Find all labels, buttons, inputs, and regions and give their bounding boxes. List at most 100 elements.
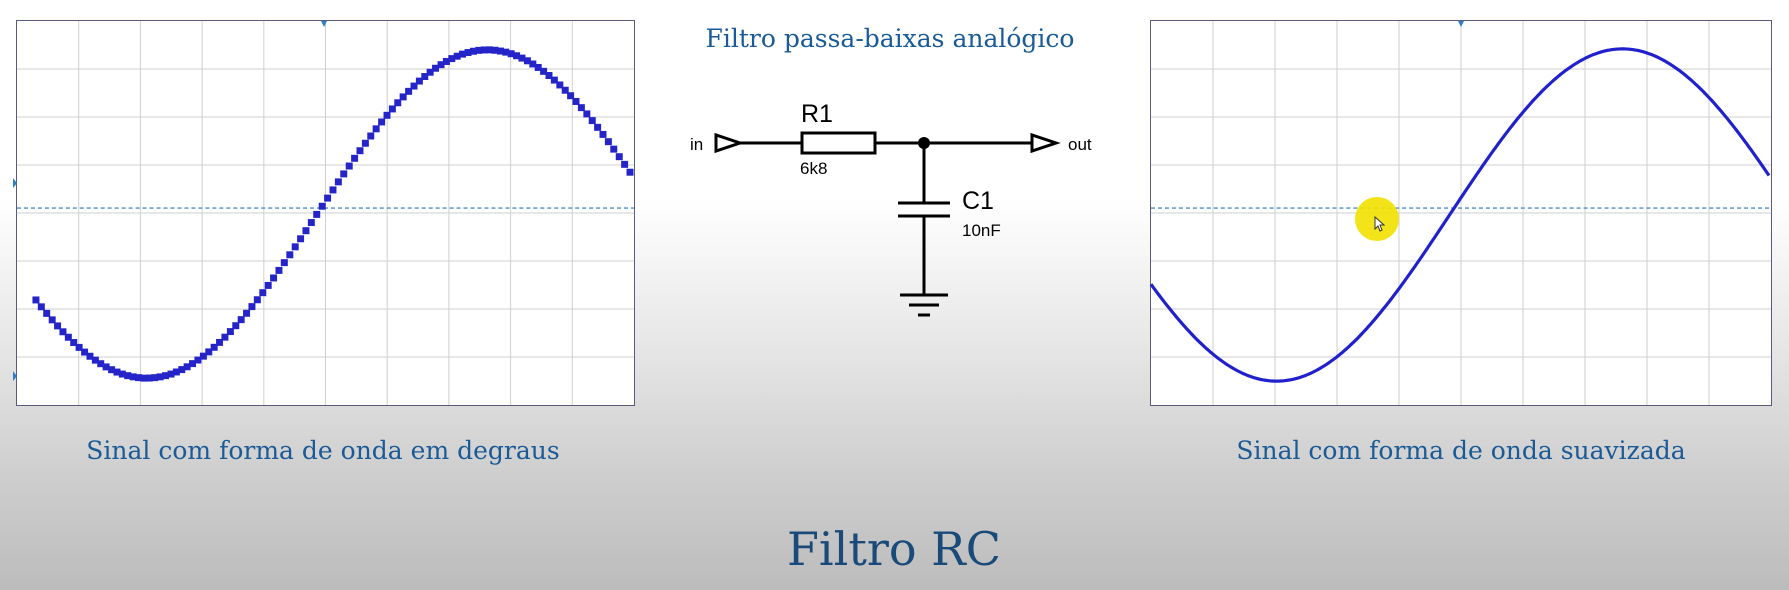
waveform-sample-step: [145, 374, 153, 382]
waveform-sample-step: [615, 153, 623, 161]
plot-grid: [17, 21, 634, 405]
waveform-sample-step: [572, 97, 580, 105]
waveform-sample-step: [118, 370, 126, 378]
waveform-sample-step: [464, 49, 472, 57]
waveform-sample-step: [135, 374, 142, 382]
waveform-sample-step: [54, 322, 62, 330]
waveform-sample-step: [86, 352, 94, 360]
waveform-sample-step: [378, 118, 386, 126]
waveform-sample-step: [469, 47, 477, 55]
waveform-sample-step: [448, 55, 456, 63]
waveform-sample-step: [75, 343, 83, 351]
waveform-sample-step: [567, 92, 575, 100]
waveform-sample-step: [199, 352, 207, 360]
waveform-sample-step: [286, 251, 294, 259]
waveform-sample-step: [302, 227, 310, 235]
waveform-sample-step: [243, 309, 251, 317]
waveform-sample-step: [97, 360, 105, 368]
waveform-sample-step: [205, 348, 213, 356]
smoothed-waveform-plot: [1149, 20, 1772, 406]
waveform-sample-step: [491, 46, 499, 54]
waveform-sample-step: [216, 338, 224, 346]
waveform-sample-step: [221, 333, 229, 341]
stepped-waveform-svg: [13, 21, 634, 405]
slide-title: Filtro RC: [787, 522, 1001, 576]
waveform-sample-step: [194, 356, 202, 364]
waveform-sample-step: [599, 130, 607, 138]
resistor-value: 6k8: [800, 159, 827, 178]
waveform-sample-step: [513, 52, 521, 60]
waveform-sample-step: [540, 67, 548, 75]
waveform-sample-step: [313, 210, 321, 218]
smoothed-signal-caption: Sinal com forma de onda suavizada: [1236, 436, 1686, 465]
smoothed-waveform-svg: [1149, 21, 1771, 405]
waveform-sample-step: [253, 296, 261, 304]
waveform-sample-step: [545, 72, 553, 79]
waveform-sample-step: [388, 105, 396, 113]
waveform-sample-step: [480, 46, 488, 54]
waveform-sample-step: [178, 366, 186, 374]
waveform-sample-step: [226, 328, 234, 336]
waveform-sample-step: [108, 366, 116, 374]
waveform-sample-step: [604, 138, 612, 146]
waveform-sample-step: [59, 328, 67, 336]
channel-marker-icon: [13, 371, 17, 382]
waveform-sample-step: [442, 58, 450, 65]
waveform-sample-step: [70, 339, 78, 347]
waveform-sample-step: [372, 125, 380, 133]
waveform-sample-step: [48, 316, 56, 324]
waveform-sample-step: [421, 73, 429, 80]
waveform-sample-step: [237, 316, 245, 324]
resistor-r1: [800, 131, 877, 155]
waveform-sample-step: [248, 303, 256, 311]
waveform-sample-step: [356, 147, 364, 155]
waveform-sample-step: [523, 57, 531, 65]
waveform-sample-step: [583, 110, 591, 118]
circuit-title: Filtro passa-baixas analógico: [705, 24, 1075, 53]
waveform-sample-step: [189, 360, 197, 368]
waveform-sample-step: [610, 145, 618, 153]
waveform-sample-step: [459, 50, 467, 58]
waveform-sample-step: [426, 68, 434, 76]
waveform-sample-step: [297, 235, 305, 243]
trigger-marker-icon: [1458, 21, 1464, 27]
waveform-sample-step: [329, 186, 337, 194]
output-label: out: [1068, 135, 1092, 154]
rc-filter-schematic: in out R1 6k8 C1 10nF: [690, 100, 1092, 317]
waveform-sample-step: [405, 87, 413, 95]
waveform-sample-step: [345, 162, 353, 170]
waveform-sample-step: [129, 373, 137, 381]
waveform-sample-step: [556, 81, 564, 89]
waveform-sample-step: [361, 139, 369, 147]
waveform-sample-step: [102, 363, 110, 371]
waveform-sample-step: [502, 48, 510, 56]
waveform-sample-step: [37, 303, 45, 311]
waveform-sample-step: [334, 178, 342, 186]
waveform-sample-step: [113, 368, 121, 376]
waveform-sample-step: [437, 61, 445, 69]
waveform-sample-step: [340, 170, 348, 178]
waveform-sample-step: [156, 373, 164, 381]
waveform-sample-step: [453, 52, 461, 60]
stepped-waveform-plot: [13, 20, 635, 406]
waveform-sample-step: [32, 296, 40, 304]
waveform-sample-step: [529, 60, 537, 68]
waveform-sample-step: [432, 64, 440, 72]
waveform-sample-step: [534, 63, 542, 71]
stepped-signal-trace: [32, 46, 634, 382]
waveform-sample-step: [496, 47, 504, 55]
waveform-sample-step: [124, 372, 132, 380]
waveform-sample-step: [232, 322, 240, 330]
waveform-sample-step: [410, 82, 418, 90]
waveform-sample-step: [394, 99, 402, 107]
waveform-sample-step: [367, 132, 375, 140]
waveform-sample-step: [415, 77, 423, 85]
waveform-sample-step: [64, 333, 72, 341]
waveform-sample-step: [324, 194, 332, 202]
waveform-sample-step: [81, 348, 89, 356]
waveform-sample-step: [162, 372, 170, 380]
waveform-sample-step: [351, 154, 359, 162]
output-port-icon: [1030, 132, 1061, 154]
waveform-sample-step: [507, 50, 515, 58]
waveform-sample-step: [399, 93, 407, 101]
